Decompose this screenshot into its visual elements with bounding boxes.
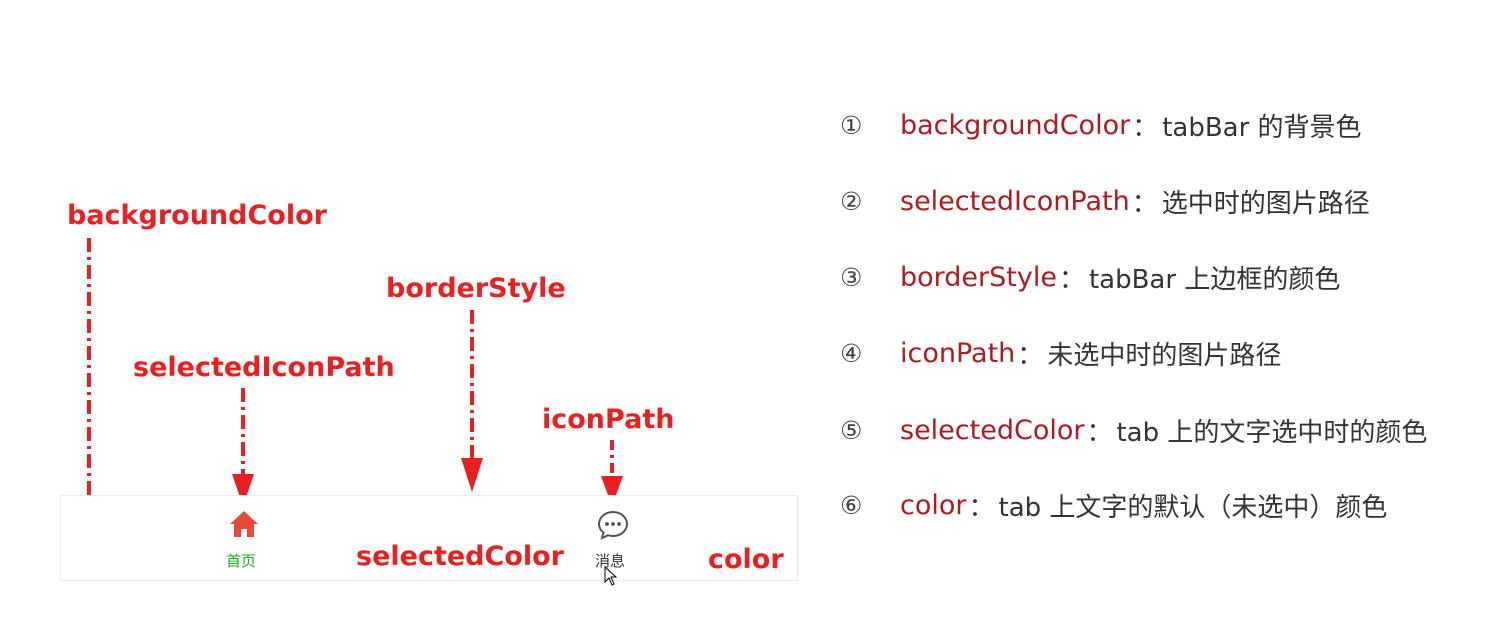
legend-item: ② selectedIconPath ： 选中时的图片路径 — [840, 181, 1370, 221]
legend-separator: ： — [968, 492, 995, 523]
legend-number: ① — [840, 110, 863, 140]
legend-separator: ： — [1058, 264, 1085, 295]
legend-description: tabBar 上边框的颜色 — [1088, 264, 1341, 295]
legend-description: tabBar 的背景色 — [1162, 112, 1362, 143]
legend-number: ④ — [840, 338, 863, 368]
icon-path-arrow — [601, 440, 623, 506]
mouse-cursor-icon — [604, 566, 618, 586]
legend-description: 选中时的图片路径 — [1161, 188, 1370, 219]
legend-item: ③ borderStyle ： tabBar 上边框的颜色 — [840, 257, 1340, 297]
legend-key: borderStyle — [900, 261, 1057, 293]
legend-number: ③ — [840, 262, 863, 292]
legend-item: ④ iconPath ： 未选中时的图片路径 — [840, 333, 1281, 373]
legend-key: color — [900, 489, 967, 521]
legend-key: selectedColor — [900, 414, 1085, 446]
callout-background-color: backgroundColor — [67, 200, 327, 231]
tab-label-home: 首页 — [226, 552, 257, 570]
legend-number: ⑤ — [840, 415, 863, 445]
legend-separator: ： — [1086, 417, 1113, 448]
legend-separator: ： — [1132, 112, 1159, 143]
legend-key: iconPath — [900, 337, 1016, 369]
legend-number: ② — [840, 186, 863, 216]
legend-item: ⑤ selectedColor ： tab 上的文字选中时的颜色 — [840, 410, 1427, 450]
callout-color: color — [708, 544, 784, 575]
callout-selected-icon-path: selectedIconPath — [133, 352, 395, 383]
legend-key: backgroundColor — [900, 109, 1131, 141]
legend-key: selectedIconPath — [900, 185, 1130, 217]
tabbar-preview: 首页 消息 — [60, 495, 798, 586]
legend-number: ⑥ — [840, 490, 863, 520]
callout-icon-path: iconPath — [542, 404, 675, 435]
border-style-arrow — [461, 310, 483, 492]
legend-separator: ： — [1131, 188, 1158, 219]
home-icon — [230, 511, 258, 537]
selected-icon-path-arrow — [232, 388, 254, 506]
legend-description: tab 上文字的默认（未选中）颜色 — [998, 492, 1388, 523]
legend-item: ① backgroundColor ： tabBar 的背景色 — [840, 105, 1362, 145]
tab-label-message: 消息 — [595, 552, 626, 570]
callout-selected-color: selectedColor — [356, 541, 564, 572]
legend-separator: ： — [1017, 340, 1044, 371]
chat-bubble-icon — [597, 510, 629, 540]
legend-description: 未选中时的图片路径 — [1047, 340, 1282, 371]
legend-description: tab 上的文字选中时的颜色 — [1116, 417, 1428, 448]
callout-border-style: borderStyle — [386, 273, 566, 304]
legend-item: ⑥ color ： tab 上文字的默认（未选中）颜色 — [840, 485, 1387, 525]
